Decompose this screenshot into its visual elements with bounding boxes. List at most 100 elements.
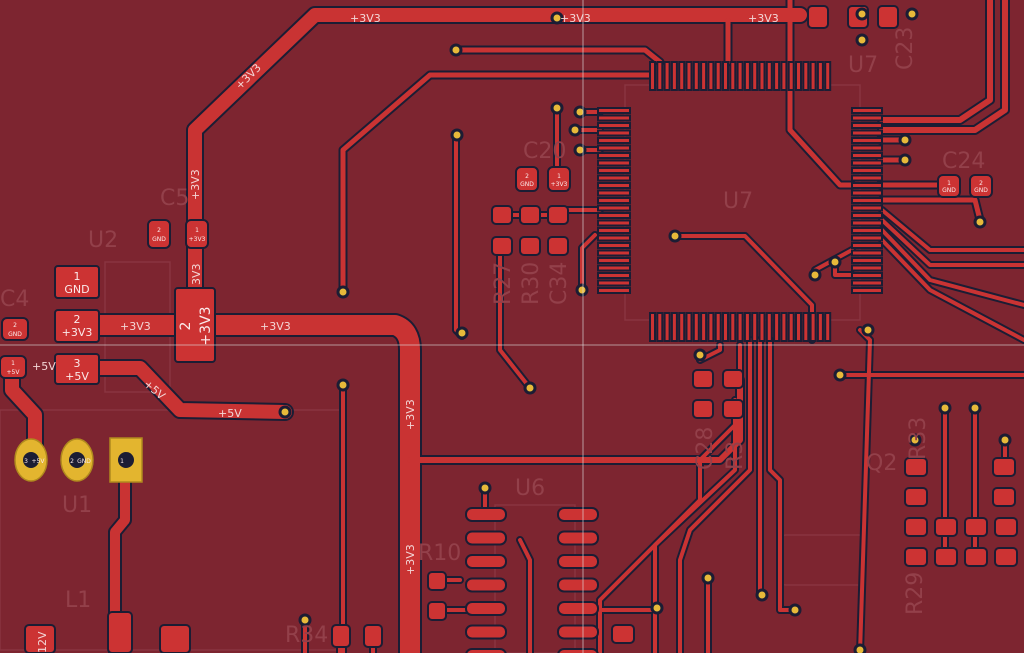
via xyxy=(861,323,875,337)
qfp-pad xyxy=(824,312,832,342)
svg-text:2: 2 xyxy=(178,322,194,331)
qfp-pad xyxy=(670,312,678,342)
qfp-pad xyxy=(714,61,722,91)
via xyxy=(455,326,469,340)
qfp-pad xyxy=(707,61,715,91)
qfp-pad xyxy=(816,61,824,91)
svg-text:C34: C34 xyxy=(547,262,572,305)
soic-pad xyxy=(465,507,507,522)
svg-text:C20: C20 xyxy=(523,139,566,164)
svg-text:+3V3: +3V3 xyxy=(189,169,202,200)
trace xyxy=(340,72,653,293)
qfp-pad xyxy=(736,312,744,342)
via xyxy=(908,433,922,447)
qfp-pad xyxy=(692,312,700,342)
soic-pad xyxy=(557,648,599,653)
qfp-pad xyxy=(851,114,883,122)
trace xyxy=(880,218,1024,267)
u2-tab-pad xyxy=(174,287,216,363)
qfp-pad xyxy=(707,312,715,342)
qfp-pad xyxy=(722,312,729,342)
via xyxy=(278,405,292,419)
trace xyxy=(880,228,1024,307)
svg-text:3: 3 xyxy=(74,357,81,370)
qfp-pad xyxy=(685,312,693,342)
c20-pad-2 xyxy=(515,166,539,192)
qfp-pad xyxy=(851,242,883,249)
soic-pad xyxy=(557,624,599,640)
qfp-pad xyxy=(714,312,722,342)
via xyxy=(938,401,952,415)
qfp-pad xyxy=(851,197,883,204)
svg-text:2: 2 xyxy=(74,313,81,326)
qfp-pad xyxy=(851,204,883,212)
vias xyxy=(278,7,1012,653)
qfp-pad xyxy=(780,312,788,342)
svg-text:R34: R34 xyxy=(285,623,328,648)
svg-text:+3V3: +3V3 xyxy=(260,320,291,333)
via xyxy=(550,101,564,115)
via xyxy=(550,11,564,25)
pads xyxy=(0,5,1018,653)
soic-pad xyxy=(557,507,599,522)
qfp-pad xyxy=(851,107,883,114)
qfp-pad xyxy=(773,61,781,91)
trace xyxy=(70,315,420,653)
qfp-pad xyxy=(649,61,656,91)
svg-text:+3V3: +3V3 xyxy=(404,544,417,575)
qfp-pad xyxy=(597,219,631,227)
via xyxy=(693,348,707,362)
via xyxy=(573,105,587,119)
qfp-pad xyxy=(751,312,759,342)
svg-text:R10: R10 xyxy=(418,541,461,566)
svg-text:1: 1 xyxy=(74,270,81,283)
via xyxy=(898,133,912,147)
svg-text:L1: L1 xyxy=(65,588,91,613)
qfp-pad xyxy=(824,61,832,91)
qfp-pad xyxy=(802,312,810,342)
soic-pad xyxy=(465,577,507,593)
via xyxy=(336,285,350,299)
svg-text:Q2: Q2 xyxy=(866,451,897,476)
svg-text:2: 2 xyxy=(157,227,161,234)
qfp-pad xyxy=(795,61,802,91)
qfp-pad xyxy=(597,107,631,114)
qfp-pad xyxy=(851,152,883,159)
via xyxy=(828,255,842,269)
qfp-pad xyxy=(597,129,631,137)
trace xyxy=(653,398,737,653)
trace xyxy=(768,338,797,612)
qfp-pad xyxy=(765,312,773,342)
qfp-pad xyxy=(722,61,729,91)
qfp-pad xyxy=(656,312,664,342)
soic-pad xyxy=(557,577,599,593)
svg-text:+3V3: +3V3 xyxy=(120,320,151,333)
soic-pad xyxy=(557,554,599,569)
trace xyxy=(880,238,1024,342)
qfp-pad xyxy=(758,312,766,342)
qfp-pad xyxy=(851,287,883,294)
qfp-pad xyxy=(597,287,631,294)
c24-pad-2 xyxy=(969,174,993,198)
qfp-pad xyxy=(597,197,631,204)
qfp-pad xyxy=(597,279,631,287)
svg-text:R29: R29 xyxy=(903,572,928,615)
soic-pad xyxy=(557,601,599,616)
qfp-pad xyxy=(802,61,810,91)
qfp-pad xyxy=(597,257,631,264)
via xyxy=(788,603,802,617)
via xyxy=(898,153,912,167)
svg-text:2: 2 xyxy=(70,458,74,465)
qfp-pad xyxy=(851,159,883,167)
qfp-pad xyxy=(663,312,671,342)
qfp-pad xyxy=(597,182,631,189)
qfp-pad xyxy=(692,61,700,91)
svg-text:3V3: 3V3 xyxy=(190,263,203,285)
via xyxy=(853,643,867,653)
qfp-pad xyxy=(678,61,686,91)
qfp-pad xyxy=(851,219,883,227)
trace xyxy=(580,233,597,292)
qfp-pad xyxy=(765,61,773,91)
